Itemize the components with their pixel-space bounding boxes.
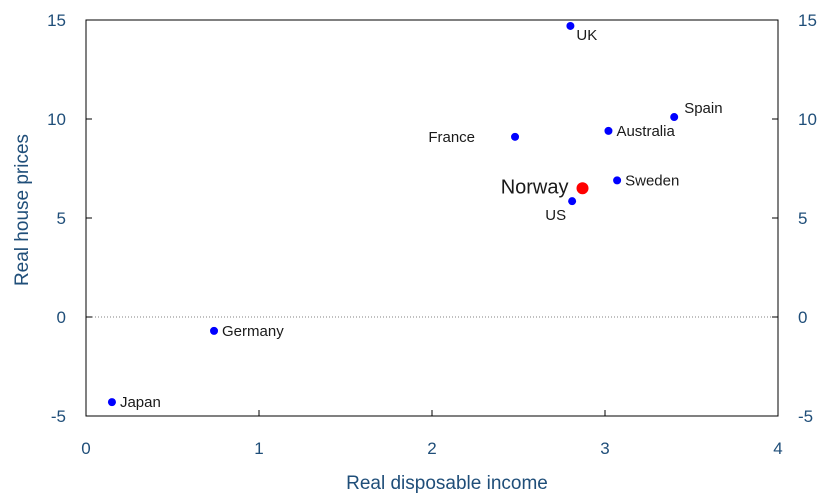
y-axis-right-ticks: -5 0 5 10 15 bbox=[798, 11, 817, 426]
y-tick-label-left: 5 bbox=[57, 209, 66, 228]
data-label-france: France bbox=[428, 129, 475, 146]
data-point-norway bbox=[576, 182, 589, 195]
x-tick-label: 2 bbox=[427, 439, 436, 458]
data-label-sweden: Sweden bbox=[625, 172, 679, 189]
data-point-germany bbox=[210, 326, 219, 335]
y-tick-label-left: -5 bbox=[51, 407, 66, 426]
y-tick-label-left: 0 bbox=[57, 308, 66, 327]
data-point-spain bbox=[670, 113, 679, 122]
data-point-sweden bbox=[613, 176, 622, 185]
data-label-norway: Norway bbox=[501, 176, 569, 198]
data-label-spain: Spain bbox=[684, 100, 722, 117]
x-tick-label: 0 bbox=[81, 439, 90, 458]
data-point-japan bbox=[107, 398, 116, 407]
y-tick-label-right: -5 bbox=[798, 407, 813, 426]
x-axis-title: Real disposable income bbox=[346, 473, 548, 494]
y-tick-label-right: 5 bbox=[798, 209, 807, 228]
data-label-uk: UK bbox=[576, 27, 597, 44]
data-point-france bbox=[511, 132, 520, 141]
x-tick-label: 1 bbox=[254, 439, 263, 458]
y-tick-label-left: 10 bbox=[47, 110, 66, 129]
data-label-australia: Australia bbox=[616, 123, 675, 140]
y-tick-label-right: 15 bbox=[798, 11, 817, 30]
data-point-uk bbox=[566, 21, 575, 30]
y-tick-label-right: 10 bbox=[798, 110, 817, 129]
data-point-australia bbox=[604, 126, 613, 135]
y-axis-title: Real house prices bbox=[12, 134, 33, 286]
tick-marks bbox=[85, 19, 779, 417]
data-label-germany: Germany bbox=[222, 323, 284, 340]
y-tick-label-right: 0 bbox=[798, 308, 807, 327]
x-tick-label: 3 bbox=[600, 439, 609, 458]
data-point-us bbox=[568, 197, 577, 206]
y-axis-left-ticks: -5 0 5 10 15 bbox=[47, 11, 66, 426]
x-tick-label: 4 bbox=[773, 439, 782, 458]
x-axis-ticks: 0 1 2 3 4 bbox=[81, 439, 782, 458]
data-label-japan: Japan bbox=[120, 394, 161, 411]
plot-frame bbox=[85, 19, 779, 417]
y-tick-label-left: 15 bbox=[47, 11, 66, 30]
data-label-us: US bbox=[545, 207, 566, 224]
